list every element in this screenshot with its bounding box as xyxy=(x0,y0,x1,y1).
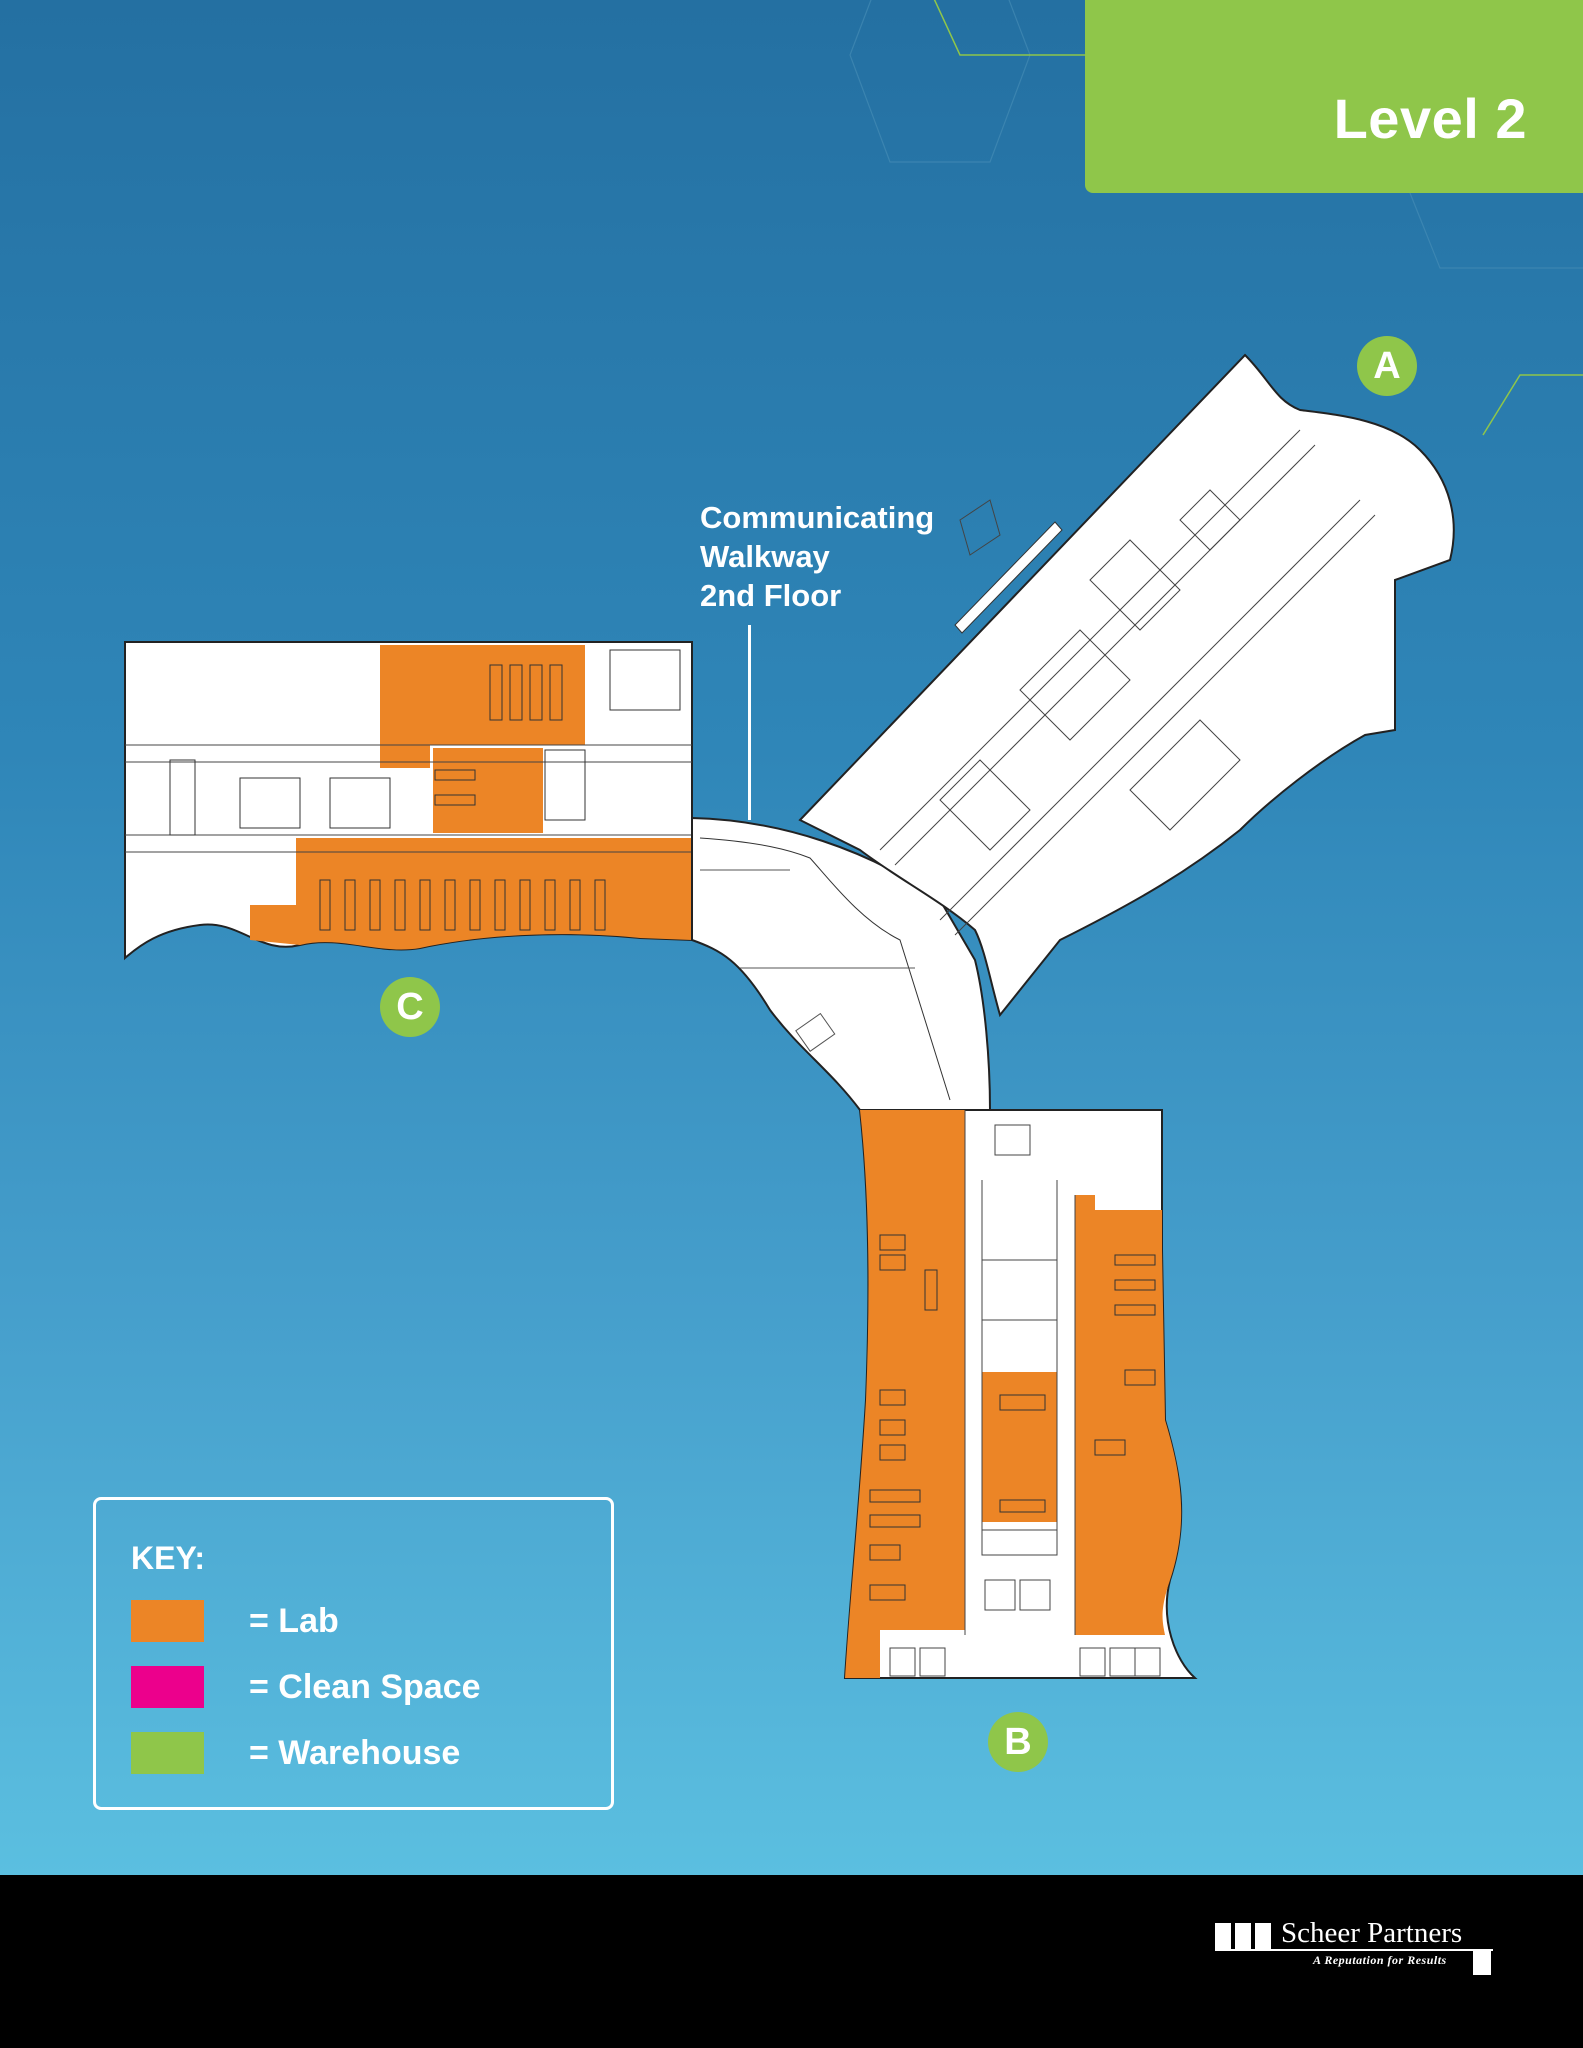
walkway-line-2: Walkway xyxy=(700,539,830,574)
decorative-hexagon-lines xyxy=(849,0,1583,436)
building-c-badge: C xyxy=(380,977,440,1037)
building-b-badge: B xyxy=(988,1712,1048,1772)
legend-label-lab: = Lab xyxy=(249,1602,339,1640)
logo-bar-2 xyxy=(1235,1923,1251,1949)
footer xyxy=(0,1875,1583,2048)
company-name: Scheer Partners xyxy=(1281,1917,1463,1949)
scheer-partners-logo: Scheer Partners A Reputation for Results xyxy=(1215,1917,1495,1983)
walkway-leader-line xyxy=(748,625,751,820)
legend-key: KEY: = Lab = Clean Space = Warehouse xyxy=(93,1497,614,1810)
logo-bar-3 xyxy=(1255,1923,1271,1949)
level-banner: Level 2 xyxy=(1085,0,1583,193)
building-a-badge: A xyxy=(1357,336,1417,396)
building-a-plan xyxy=(798,353,1455,1018)
lab-swatch xyxy=(131,1600,204,1642)
clean-space-swatch xyxy=(131,1666,204,1708)
floor-plan xyxy=(124,353,1455,1679)
walkway-annotation: Communicating Walkway 2nd Floor xyxy=(700,498,934,615)
level-title: Level 2 xyxy=(1333,87,1527,150)
legend-label-warehouse: = Warehouse xyxy=(249,1734,461,1772)
logo-bar-1 xyxy=(1215,1923,1231,1949)
logo-underline xyxy=(1215,1949,1493,1951)
walkway-hub xyxy=(691,816,992,1111)
warehouse-swatch xyxy=(131,1732,204,1774)
legend-label-clean-space: = Clean Space xyxy=(249,1668,481,1706)
walkway-line-3: 2nd Floor xyxy=(700,578,842,613)
building-c-plan xyxy=(124,641,693,961)
legend-title: KEY: xyxy=(131,1540,206,1576)
logo-end-block xyxy=(1473,1949,1491,1975)
company-tagline: A Reputation for Results xyxy=(1313,1953,1447,1967)
walkway-line-1: Communicating xyxy=(700,500,935,535)
building-b-plan xyxy=(843,1109,1198,1679)
